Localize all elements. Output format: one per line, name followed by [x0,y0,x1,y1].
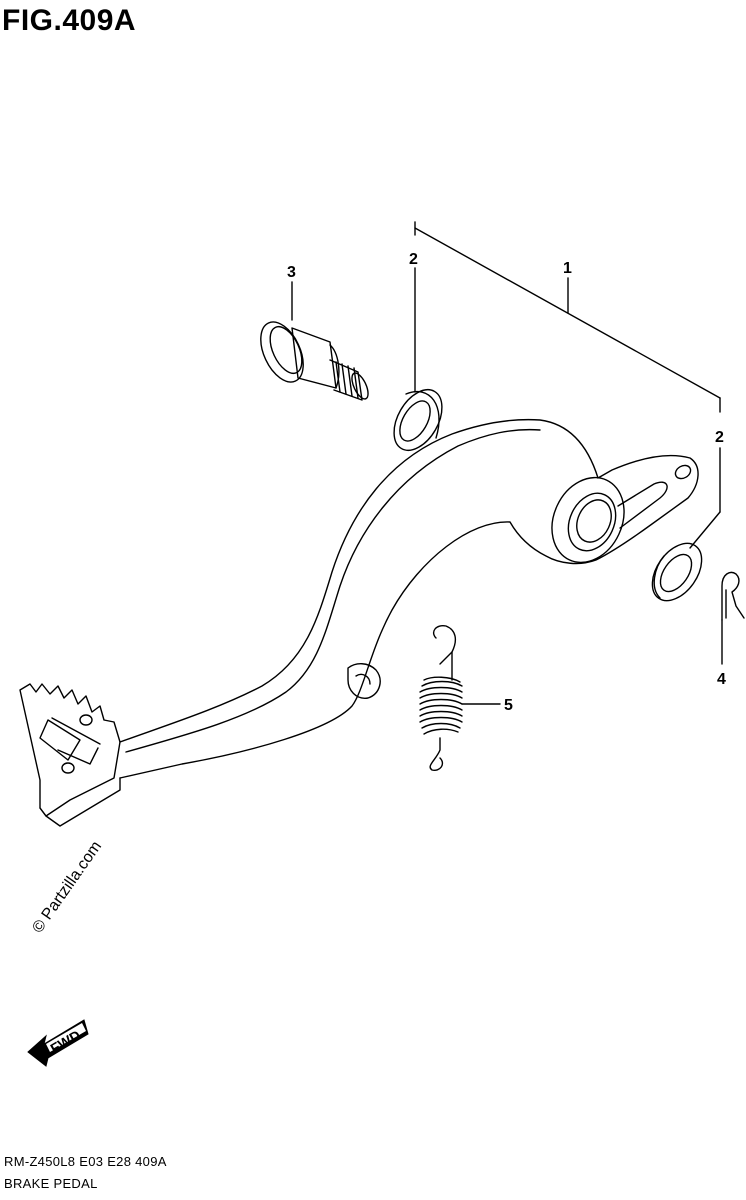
leader-lines [291,221,723,705]
section-name: BRAKE PEDAL [4,1176,98,1191]
upper-seal-part [393,389,443,451]
cotter-pin-part [721,571,745,621]
pivot-bolt-part [260,321,369,401]
callout-4: 4 [717,671,726,688]
callout-5: 5 [504,697,513,714]
return-spring-part [419,624,463,772]
brake-pedal-part [19,418,699,827]
callout-1: 1 [563,260,572,277]
callout-2-upper: 2 [409,251,418,268]
figure-title: FIG.409A [2,4,137,37]
fwd-arrow-icon: FWD [27,1019,89,1067]
callout-3: 3 [287,264,296,281]
model-code: RM-Z450L8 E03 E28 409A [4,1154,167,1169]
callout-2-lower: 2 [715,429,724,446]
callout-labels: 1 2 2 3 4 5 [287,251,726,714]
lower-seal-part [651,542,703,602]
watermark-text: © Partzilla.com [29,838,105,936]
